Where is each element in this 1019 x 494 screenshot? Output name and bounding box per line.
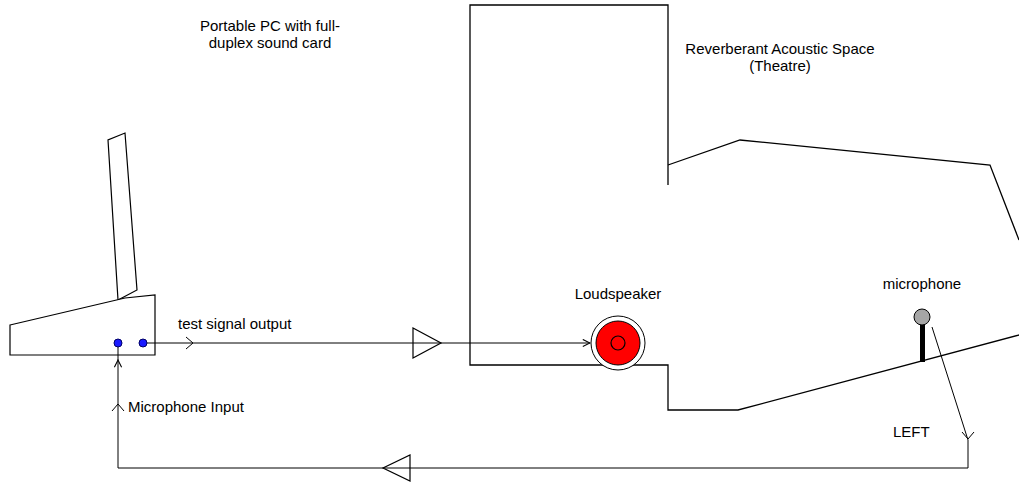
theatre-outline: Reverberant Acoustic Space (Theatre) Loud… — [470, 5, 1019, 415]
shape-outline — [590, 315, 646, 371]
part-label: Loudspeaker — [558, 285, 678, 302]
microphone-stand — [920, 324, 925, 362]
audio-jack — [139, 339, 147, 347]
part-label: microphone — [862, 275, 982, 292]
speaker-rim — [591, 316, 645, 370]
microphone-symbol: microphone — [912, 307, 932, 327]
signal-label: test signal output — [176, 315, 293, 332]
signal-wire — [118, 327, 968, 468]
microphone-head — [914, 309, 930, 325]
speaker-dome — [611, 336, 625, 350]
shape-outline — [470, 5, 1019, 415]
laptop-base — [10, 295, 155, 355]
signal-wire — [158, 343, 590, 344]
audio-jack — [114, 339, 122, 347]
theatre-wall — [470, 5, 1019, 410]
laptop-screen — [108, 133, 137, 300]
signal-label: Microphone Input — [126, 398, 246, 415]
device-label: Portable PC with full-duplex sound card — [185, 17, 355, 51]
signal-chevron — [962, 432, 974, 439]
space-label: Reverberant Acoustic Space (Theatre) — [680, 40, 880, 74]
shape-outline — [912, 307, 932, 327]
theatre-wall — [668, 140, 1019, 240]
laptop-pc: Portable PC with full-duplex sound card — [8, 95, 158, 360]
channel-label: LEFT — [891, 423, 932, 440]
loudspeaker-symbol: Loudspeaker — [590, 315, 646, 371]
speaker-cone — [596, 321, 640, 365]
shape-outline — [8, 95, 158, 360]
